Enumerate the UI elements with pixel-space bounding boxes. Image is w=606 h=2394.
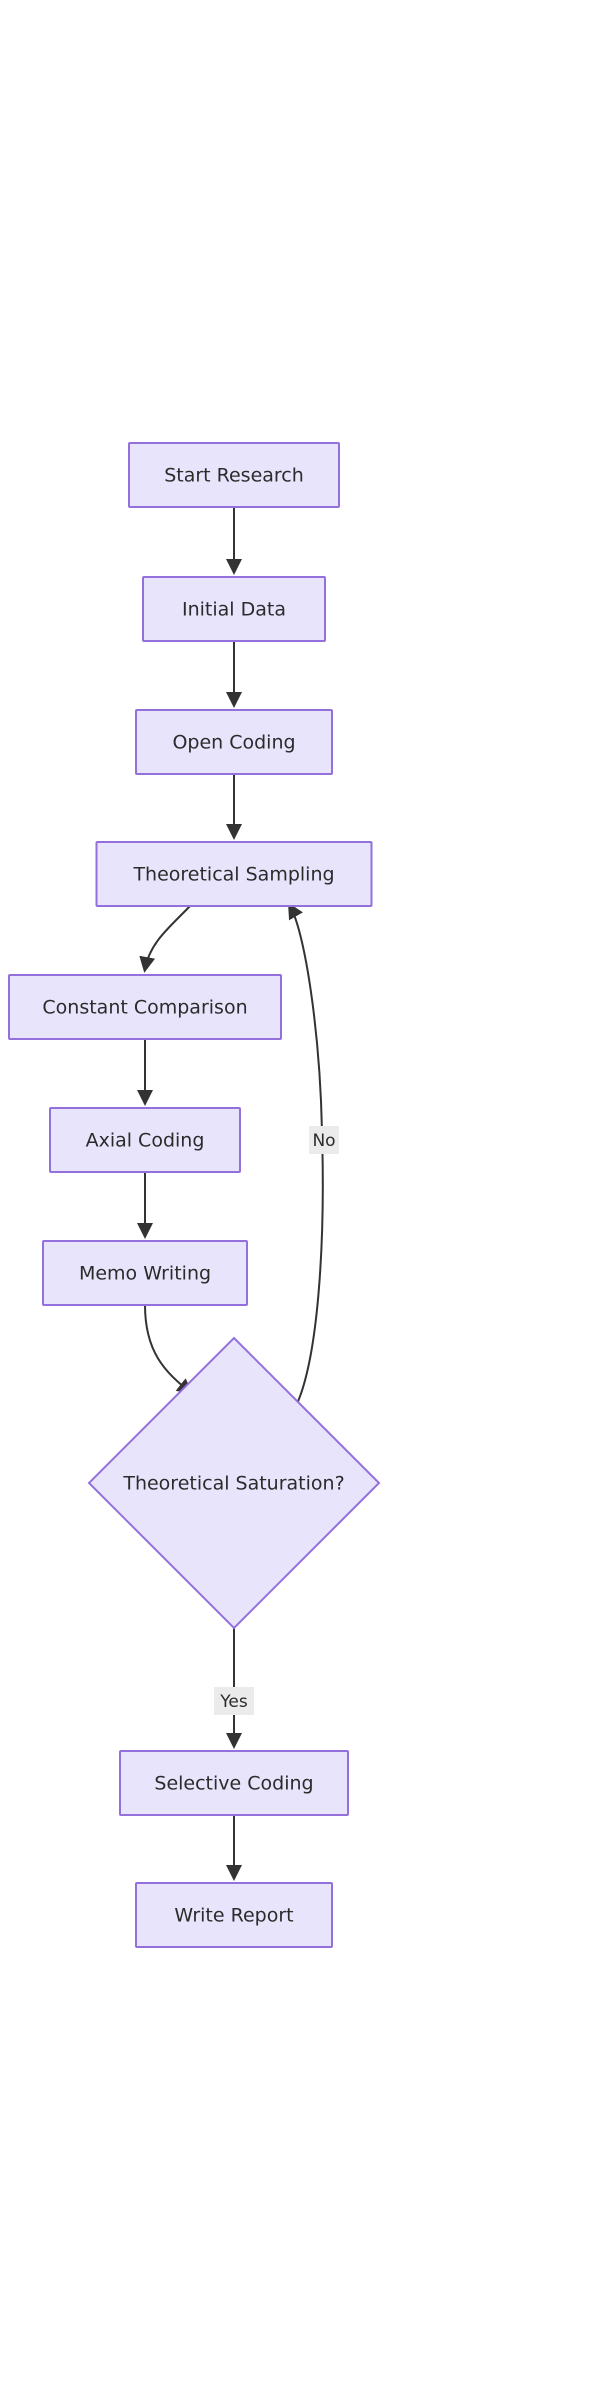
node-shape-rect-open xyxy=(135,709,333,775)
node-shape-rect-sampling xyxy=(95,841,373,907)
node-start[interactable]: Start Research xyxy=(128,442,340,508)
node-axial[interactable]: Axial Coding xyxy=(49,1107,241,1173)
edge-label-background xyxy=(214,1687,254,1715)
node-shape-rect-axial xyxy=(49,1107,241,1173)
node-shape-rect-initial xyxy=(142,576,326,642)
node-sampling[interactable]: Theoretical Sampling xyxy=(95,841,373,907)
node-report[interactable]: Write Report xyxy=(135,1882,333,1948)
node-open[interactable]: Open Coding xyxy=(135,709,333,775)
node-shape-rect-start xyxy=(128,442,340,508)
edge-label-background xyxy=(309,1126,339,1154)
edge-sampling-to-comparison xyxy=(139,905,191,973)
edge-saturation-to-sampling xyxy=(288,902,324,1418)
node-saturation[interactable]: Theoretical Saturation? xyxy=(87,1336,381,1630)
node-shape-rect-comparison xyxy=(8,974,282,1040)
node-shape-diamond-saturation xyxy=(87,1336,381,1630)
node-initial[interactable]: Initial Data xyxy=(142,576,326,642)
edge-memo-to-saturation xyxy=(144,1304,194,1395)
node-shape-rect-report xyxy=(135,1882,333,1948)
edge-label-saturation-to-sampling: No xyxy=(309,1126,339,1154)
edge-label-saturation-to-selective: Yes xyxy=(214,1687,254,1715)
edges-layer xyxy=(137,507,324,1881)
node-memo[interactable]: Memo Writing xyxy=(42,1240,248,1306)
node-shape-rect-selective xyxy=(119,1750,349,1816)
node-selective[interactable]: Selective Coding xyxy=(119,1750,349,1816)
node-shape-rect-memo xyxy=(42,1240,248,1306)
node-comparison[interactable]: Constant Comparison xyxy=(8,974,282,1040)
